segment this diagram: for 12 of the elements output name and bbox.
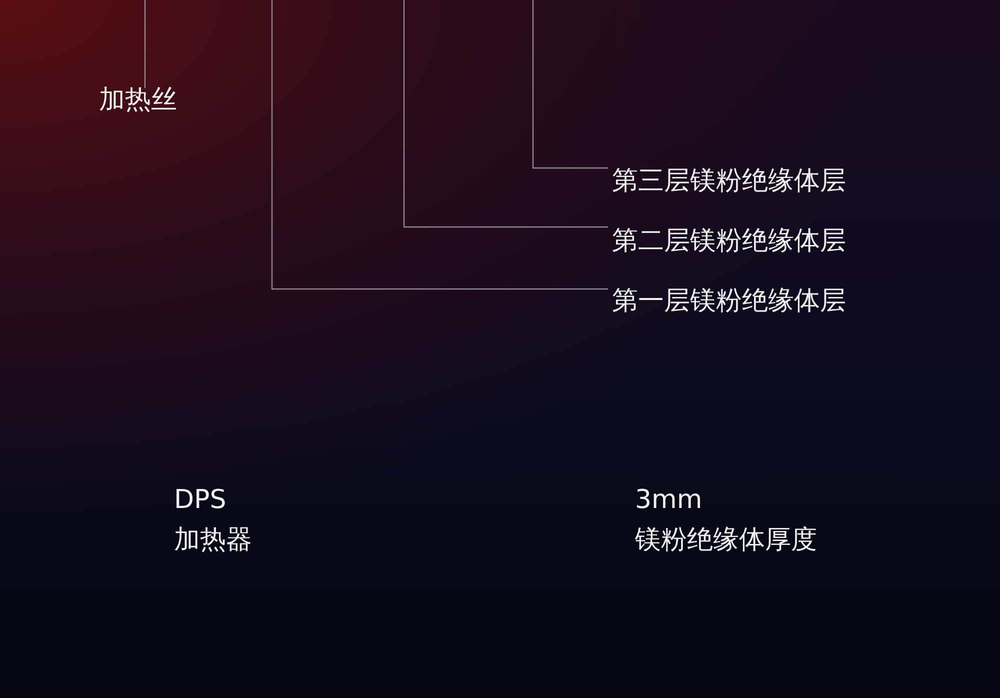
heater-name: DPS — [174, 485, 226, 515]
thickness-value: 3mm — [635, 485, 702, 515]
part-label: 第三层镁粉绝缘体层 — [612, 166, 846, 196]
leader-line — [271, 0, 608, 290]
leader-line — [403, 0, 608, 228]
part-label: 第二层镁粉绝缘体层 — [612, 226, 846, 256]
thickness-caption: 镁粉绝缘体厚度 — [635, 525, 817, 555]
part-label: 第一层镁粉绝缘体层 — [612, 286, 846, 316]
leader-line — [144, 0, 146, 88]
part-label: 加热丝 — [99, 85, 177, 115]
leader-line — [532, 0, 608, 169]
heater-caption: 加热器 — [174, 525, 252, 555]
